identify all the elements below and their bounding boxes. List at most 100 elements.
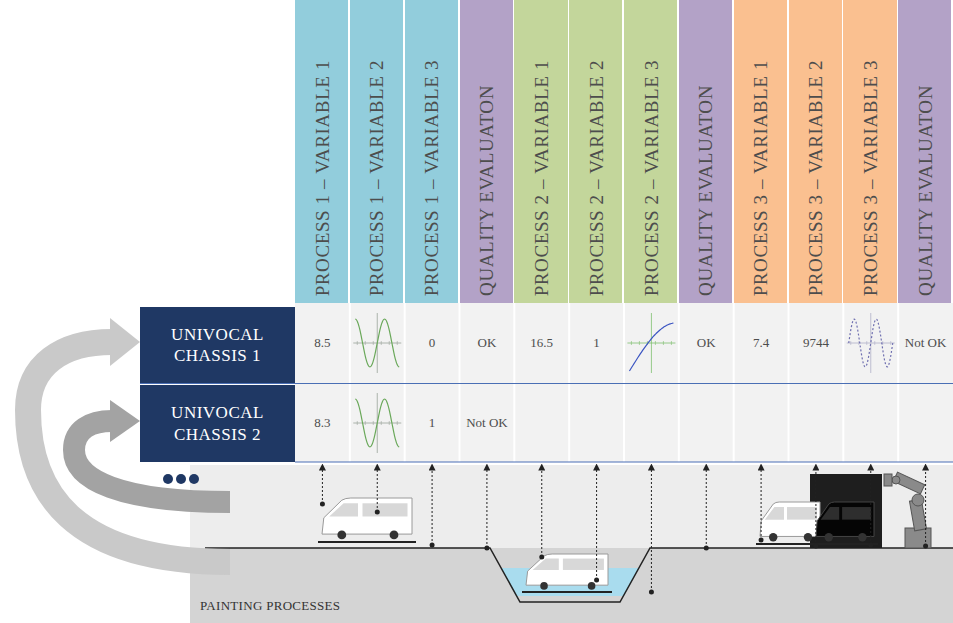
art-line: [812, 543, 878, 545]
table-cell: 1: [405, 384, 460, 462]
leader-dot: [430, 543, 435, 548]
table-cell: 16.5: [514, 303, 569, 383]
art-path: [629, 323, 673, 371]
table-cell: 1: [569, 303, 624, 383]
art-line: [389, 421, 390, 425]
art-path: [816, 502, 874, 536]
leader-line: [870, 467, 871, 545]
art-line: [513, 303, 515, 462]
art-rect: [295, 303, 953, 462]
art-path: [355, 399, 399, 447]
cell-value: 0: [429, 335, 436, 351]
header-label: PROCESS 3 – VARIABLE 2: [806, 60, 825, 296]
column-header: QUALITY EVALUATON: [460, 0, 513, 303]
leader-line: [651, 467, 652, 592]
leader-dot: [759, 538, 764, 543]
chassis-box: UNIVOCAL CHASSIS 2: [140, 385, 295, 462]
art-line: [671, 341, 672, 345]
table-cell: OK: [460, 303, 515, 383]
art-circle: [912, 494, 924, 506]
art-rect: [905, 528, 931, 548]
art-g: [318, 498, 878, 592]
art-g: [812, 502, 878, 544]
art-line: [389, 341, 390, 345]
art-line: [373, 341, 374, 345]
art-path: [849, 319, 893, 367]
process-caption: PAINTING PROCESSES: [200, 598, 340, 614]
art-line: [897, 303, 899, 462]
art-line: [870, 313, 871, 373]
column-header: PROCESS 1 – VARIABLE 1: [295, 0, 348, 303]
art-line: [663, 341, 664, 345]
art-line: [459, 303, 461, 462]
art-line: [568, 303, 570, 462]
table-cell: 7.4: [734, 303, 789, 383]
art-line: [365, 421, 366, 425]
leader-line: [761, 467, 762, 540]
art-path: [765, 507, 784, 520]
leader-dot: [649, 590, 654, 595]
header-label: PROCESS 1 – VARIABLE 1: [312, 60, 331, 296]
art-line: [381, 421, 382, 425]
cell-value: 1: [593, 335, 600, 351]
art-g: [756, 502, 824, 544]
art-line: [655, 341, 656, 345]
cell-value: Not OK: [466, 415, 508, 431]
leader-line: [706, 467, 707, 548]
art-line: [365, 341, 366, 345]
leader-line: [596, 467, 597, 580]
art-rect: [842, 507, 871, 520]
art-path: [110, 318, 140, 366]
art-line: [631, 341, 632, 345]
art-path: [329, 503, 358, 516]
art-path: [760, 502, 820, 536]
art-path: [490, 548, 650, 602]
art-line: [357, 421, 358, 425]
art-rect: [363, 503, 408, 516]
art-circle: [540, 582, 548, 590]
art-line: [733, 303, 735, 462]
art-circle: [176, 474, 186, 484]
art-g: [353, 313, 895, 453]
header-label: PROCESS 2 – VARIABLE 2: [586, 60, 605, 296]
column-header: QUALITY EVALUATON: [898, 0, 951, 303]
leader-dot: [375, 510, 380, 515]
cell-value: Not OK: [905, 335, 947, 351]
header-label: PROCESS 2 – VARIABLE 1: [531, 60, 550, 296]
table-cell: OK: [679, 303, 734, 383]
art-line: [882, 341, 883, 345]
header-label: PROCESS 3 – VARIABLE 1: [751, 60, 770, 296]
art-circle: [892, 476, 900, 484]
art-circle: [825, 533, 833, 541]
leader-dot: [320, 502, 325, 507]
art-line: [623, 303, 625, 462]
art-rect: [190, 465, 953, 623]
table-cell: 0: [405, 303, 460, 383]
leader-dot: [484, 546, 489, 551]
table-cell: Not OK: [898, 303, 953, 383]
cell-value: OK: [697, 335, 716, 351]
art-line: [678, 303, 680, 462]
art-line: [522, 591, 612, 593]
art-path: [526, 554, 608, 585]
art-circle: [163, 474, 173, 484]
art-line: [842, 303, 844, 462]
leader-line: [432, 467, 433, 545]
chassis-box: UNIVOCAL CHASSIS 1: [140, 307, 295, 383]
art-path: [355, 319, 399, 367]
cell-value: OK: [478, 335, 497, 351]
header-label: PROCESS 1 – VARIABLE 3: [422, 60, 441, 296]
leader-dot: [923, 544, 928, 549]
art-line: [850, 341, 851, 345]
art-circle: [390, 531, 399, 540]
column-header: PROCESS 3 – VARIABLE 2: [789, 0, 842, 303]
art-circle: [858, 533, 866, 541]
art-rect: [563, 559, 604, 570]
art-path: [110, 400, 140, 442]
art-line: [397, 341, 398, 345]
leader-line: [377, 467, 378, 512]
art-line: [318, 541, 416, 543]
art-line: [349, 303, 351, 462]
header-label: PROCESS 2 – VARIABLE 3: [641, 60, 660, 296]
